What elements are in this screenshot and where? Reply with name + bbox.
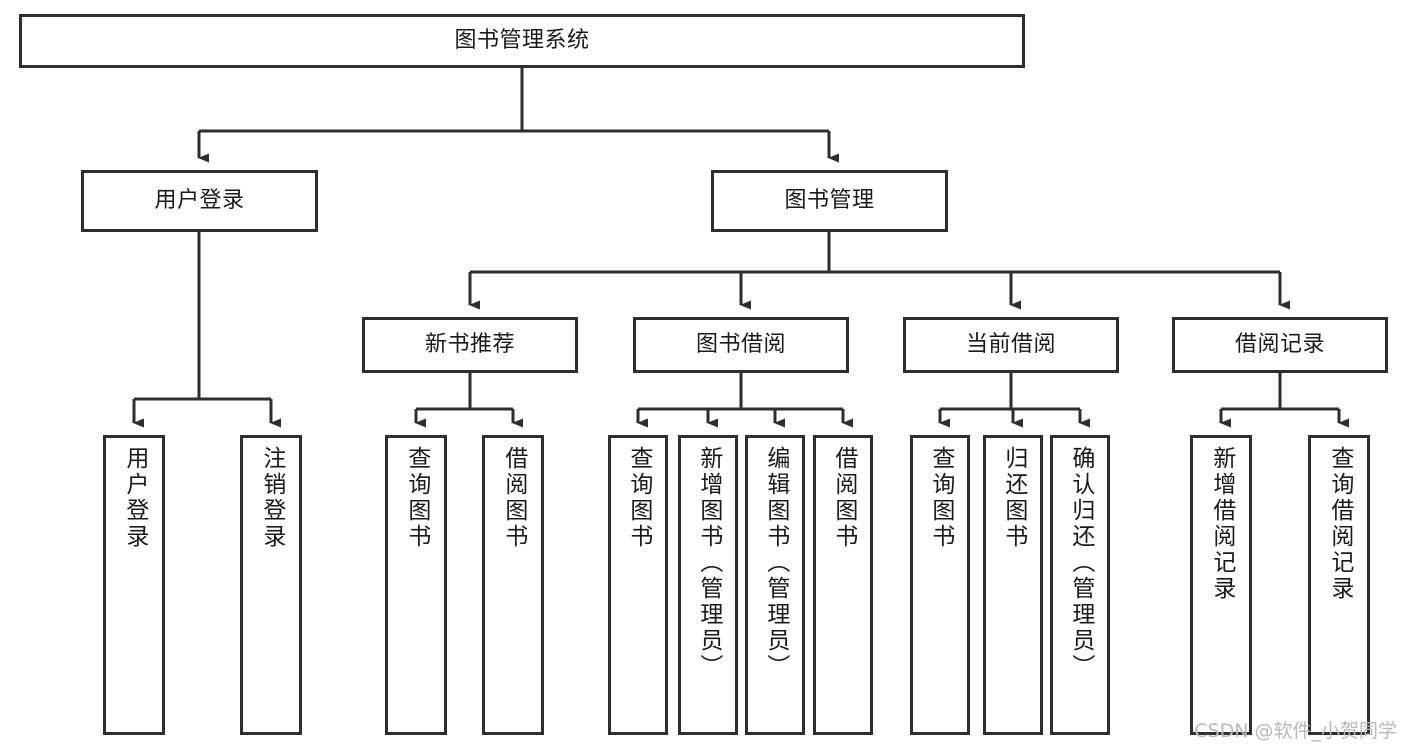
level3-node-box[interactable]: 图书借阅 (633, 317, 849, 373)
node-label: 图书管理 (784, 187, 875, 213)
leaf-node-box[interactable]: 查询图书 (385, 435, 447, 735)
node-label: 编辑图书（管理员） (762, 446, 789, 680)
level2-node-box[interactable]: 图书管理 (711, 170, 948, 232)
watermark-text: CSDN @软件_小贺同学 (1194, 720, 1397, 742)
node-label: 新增借阅记录 (1208, 446, 1235, 602)
node-label: 当前借阅 (965, 331, 1056, 357)
node-label: 新书推荐 (424, 331, 515, 357)
node-label: 查询图书 (403, 446, 430, 550)
node-label: 归还图书 (1000, 446, 1027, 550)
leaf-node-box[interactable]: 查询图书 (910, 435, 970, 735)
level3-node-box[interactable]: 当前借阅 (903, 317, 1119, 373)
leaf-node-box[interactable]: 确认归还（管理员） (1050, 435, 1110, 735)
leaf-node-box[interactable]: 归还图书 (983, 435, 1043, 735)
leaf-node-box[interactable]: 新增图书（管理员） (678, 435, 738, 735)
node-label: 新增图书（管理员） (695, 446, 722, 680)
leaf-node-box[interactable]: 查询图书 (608, 435, 668, 735)
leaf-node-box[interactable]: 新增借阅记录 (1190, 435, 1252, 735)
level3-node-box[interactable]: 借阅记录 (1172, 317, 1388, 373)
leaf-node-box[interactable]: 用户登录 (103, 435, 165, 735)
level2-node-box[interactable]: 用户登录 (81, 170, 318, 232)
node-label: 借阅图书 (500, 446, 527, 550)
node-label: 图书管理系统 (454, 27, 590, 53)
node-label: 查询图书 (927, 446, 954, 550)
leaf-node-box[interactable]: 借阅图书 (482, 435, 544, 735)
leaf-node-box[interactable]: 编辑图书（管理员） (745, 435, 805, 735)
node-label: 图书借阅 (695, 331, 786, 357)
node-label: 查询借阅记录 (1326, 446, 1353, 602)
node-label: 借阅图书 (830, 446, 857, 550)
node-label: 注销登录 (258, 446, 285, 550)
node-label: 查询图书 (625, 446, 652, 550)
level3-node-box[interactable]: 新书推荐 (362, 317, 578, 373)
node-label: 用户登录 (154, 187, 245, 213)
node-label: 用户登录 (121, 446, 148, 550)
leaf-node-box[interactable]: 注销登录 (240, 435, 302, 735)
node-label: 确认归还（管理员） (1067, 446, 1094, 680)
leaf-node-box[interactable]: 查询借阅记录 (1308, 435, 1370, 735)
leaf-node-box[interactable]: 借阅图书 (813, 435, 873, 735)
root-node-box[interactable]: 图书管理系统 (19, 14, 1025, 68)
node-label: 借阅记录 (1234, 331, 1325, 357)
